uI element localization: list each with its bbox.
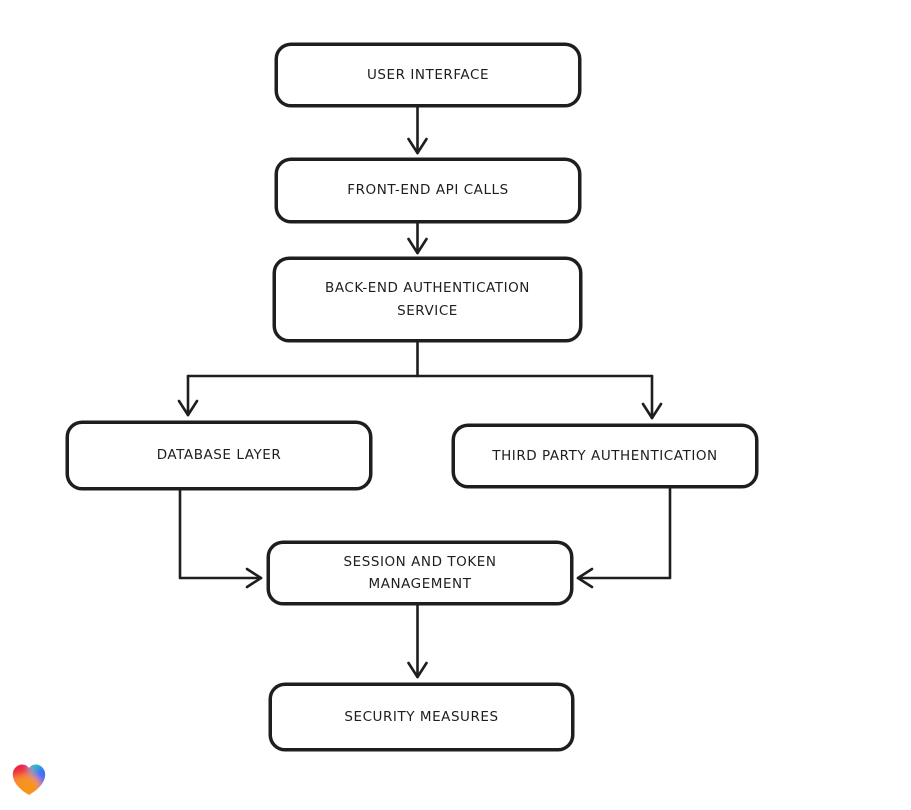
node-label: THIRD PARTY AUTHENTICATION	[492, 447, 718, 464]
node-label: SECURITY MEASURES	[344, 708, 499, 725]
node-session-and-token-management: SESSION AND TOKEN MANAGEMENT	[267, 541, 573, 605]
edge-third-party-to-session	[576, 486, 672, 589]
node-third-party-authentication: THIRD PARTY AUTHENTICATION	[452, 424, 758, 488]
node-label: DATABASE LAYER	[156, 447, 282, 464]
heart-logo[interactable]	[8, 757, 50, 801]
node-label: SESSION AND TOKEN MANAGEMENT	[343, 553, 497, 592]
node-security-measures: SECURITY MEASURES	[269, 683, 574, 751]
node-user-interface: USER INTERFACE	[275, 43, 581, 107]
node-front-end-api-calls: FRONT-END API CALLS	[275, 158, 581, 223]
node-label: FRONT-END API CALLS	[347, 182, 509, 199]
node-label: USER INTERFACE	[366, 66, 490, 83]
node-back-end-authentication-service: BACK-END AUTHENTICATION SERVICE	[273, 257, 582, 342]
node-label: BACK-END AUTHENTICATION SERVICE	[325, 280, 530, 319]
edge-database-to-session	[178, 488, 263, 589]
node-database-layer: DATABASE LAYER	[66, 421, 372, 490]
